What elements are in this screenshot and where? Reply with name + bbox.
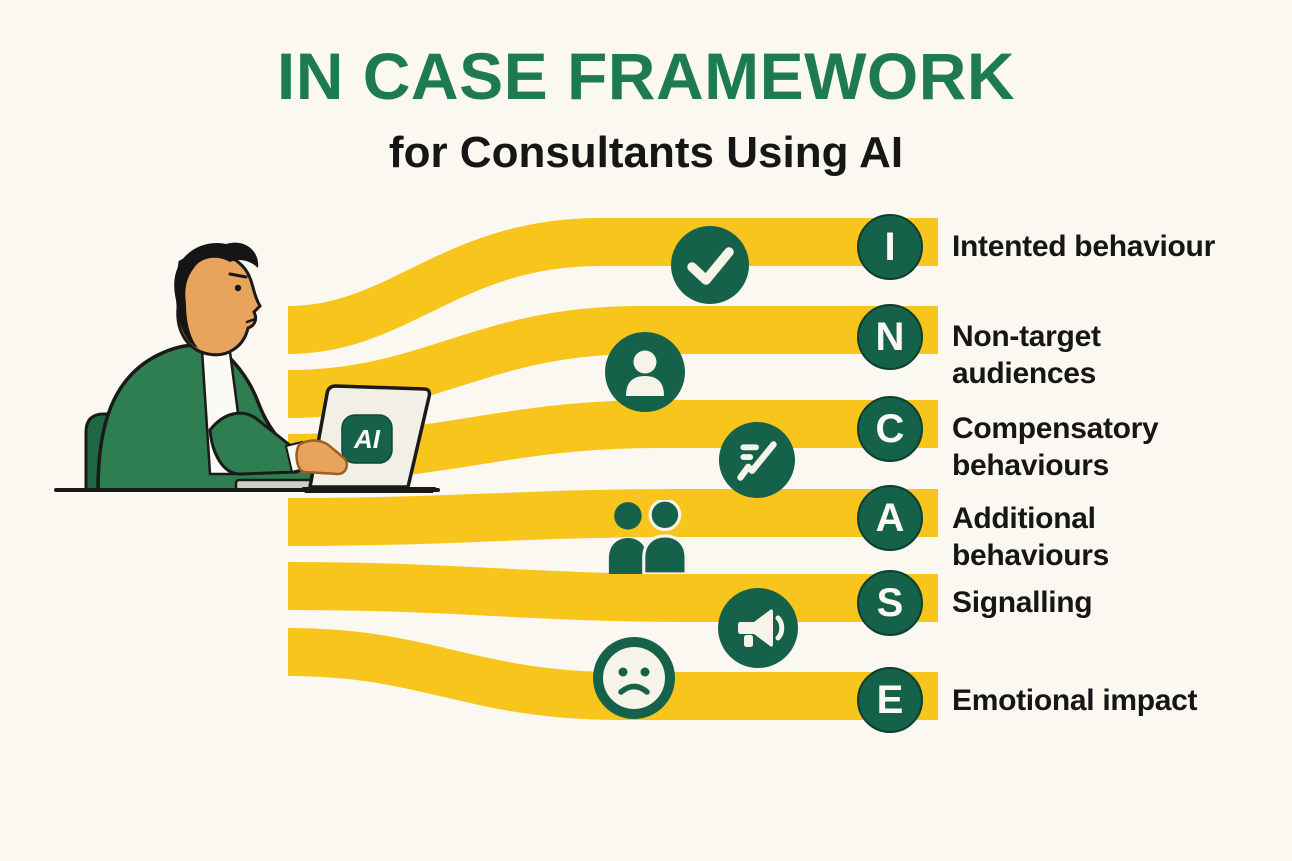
trend-chart-icon [718,421,796,504]
eyebrow [228,272,248,279]
letter-badge-e: E [857,667,923,733]
sad-face-icon [592,636,676,725]
row-label-a: Additional behaviours [952,502,1110,572]
ribbon-s [287,562,938,622]
row-label-c: Compensatory behaviours [952,412,1159,482]
page-subtitle: for Consultants Using AI [388,128,904,177]
letter-badge-s: S [857,570,923,636]
person-icon [605,332,685,417]
checkmark-icon [670,225,750,310]
consultant-hand [295,439,349,476]
row-label-i: Intented behaviour [952,230,1215,263]
laptop-ai-badge [341,414,393,464]
letter-badge-n: N [857,304,923,370]
letter-badge-c: C [857,396,923,462]
consultant-head [174,242,262,357]
two-people-icon [600,498,696,579]
megaphone-icon [718,588,798,673]
eye [234,284,242,292]
row-label-e: Emotional impact [952,684,1198,717]
letter-badge-a: A [857,485,923,551]
letter-badge-i: I [857,214,923,280]
ribbon-i [287,218,938,354]
row-label-n: Non-target audiences [952,320,1101,390]
ribbon-e [287,628,938,720]
page-title: IN CASE FRAMEWORK [276,39,1016,113]
mouth [245,317,257,324]
laptop-ai-badge-label: AI [353,424,381,454]
row-label-s: Signalling [952,586,1093,619]
consultant-hair [174,242,259,348]
